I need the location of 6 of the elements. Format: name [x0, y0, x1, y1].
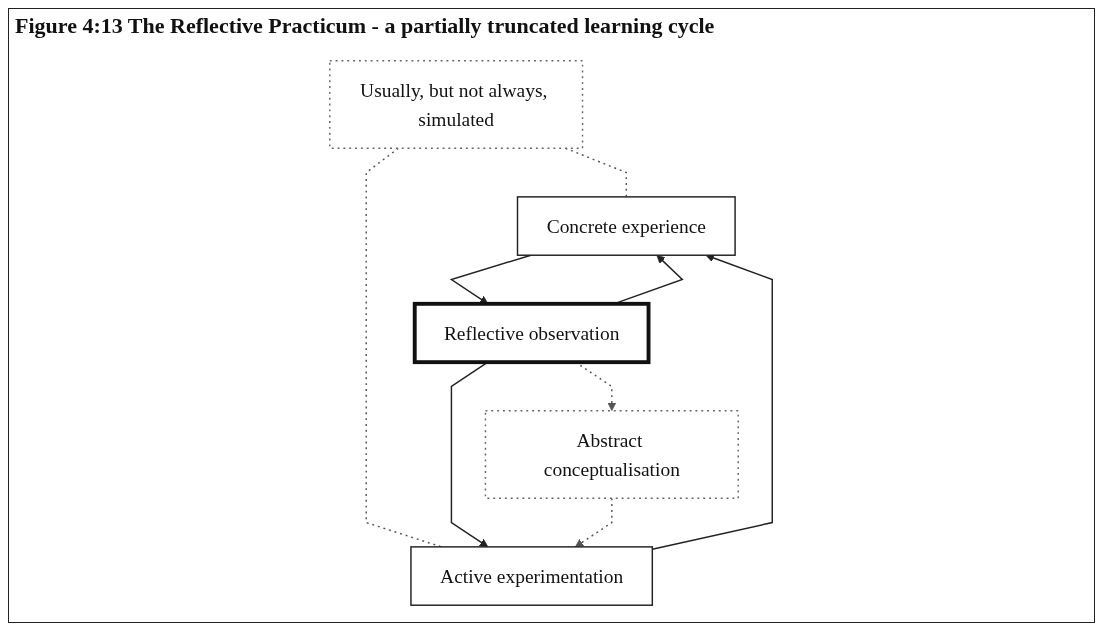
node-box: Active experimentation: [410, 546, 654, 606]
arrow: [575, 497, 614, 548]
node-box: Usually, but not always, simulated: [329, 60, 584, 149]
node-box: Concrete experience: [517, 196, 737, 256]
node-box: Reflective observation: [413, 301, 651, 365]
figure-title: Figure 4:13 The Reflective Practicum - a partially truncated learning cycle: [15, 13, 715, 39]
